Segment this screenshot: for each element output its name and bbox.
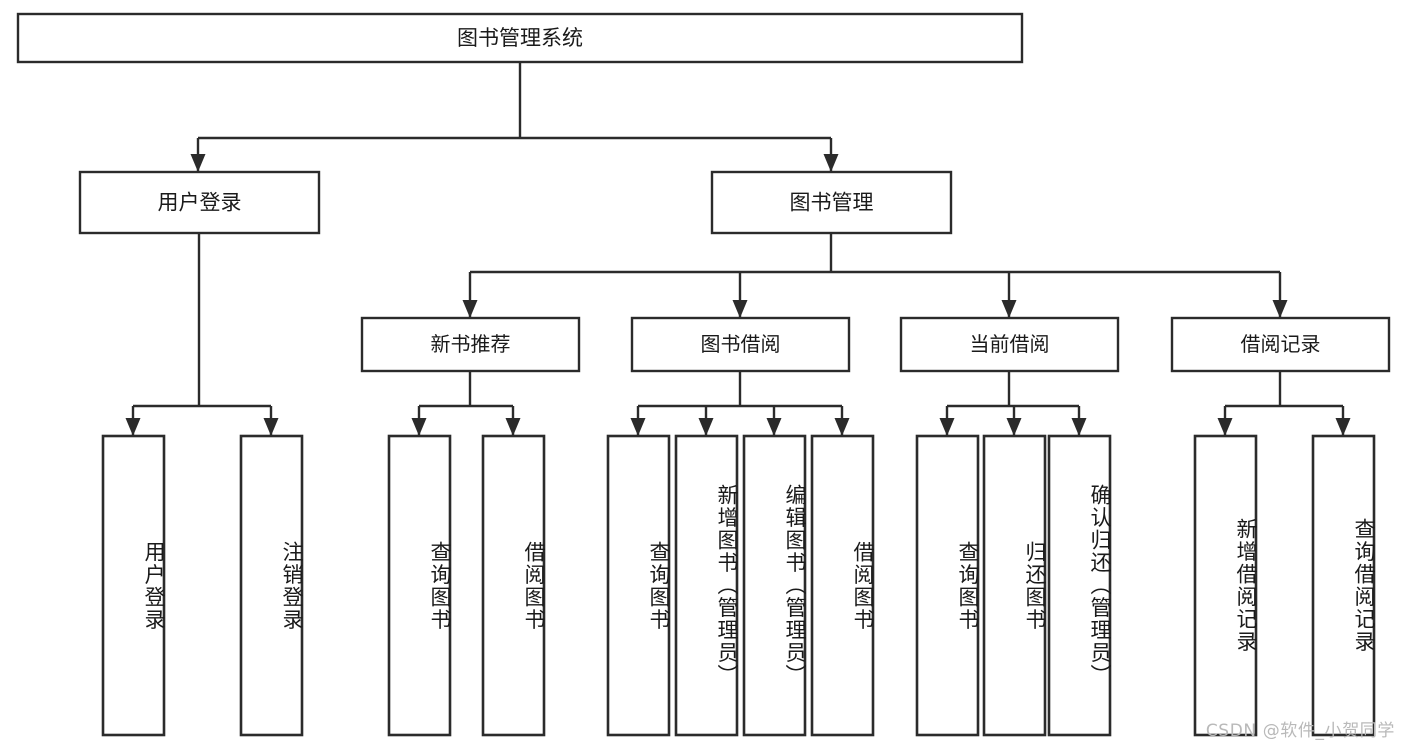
boxes-layer (16, 12, 1391, 737)
arrow-head-icon (411, 418, 427, 436)
leaf-node-4-box (606, 434, 671, 737)
arrow-head-icon (939, 418, 955, 436)
leaf-node-6-box (742, 434, 807, 737)
level3-node-1-label: 图书借阅 (701, 332, 781, 356)
leaf-node-2-box (387, 434, 452, 737)
level2-node-1-box (710, 170, 953, 235)
arrow-head-icon (190, 154, 206, 172)
arrow-head-icon (125, 418, 141, 436)
arrow-head-icon (1217, 418, 1233, 436)
leaf-node-8-box (915, 434, 980, 737)
arrow-head-icon (1001, 300, 1017, 318)
arrow-head-icon (1006, 418, 1022, 436)
level3-node-0-label: 新书推荐 (431, 332, 511, 356)
level2-node-1-label: 图书管理 (790, 191, 874, 215)
level3-node-2-label: 当前借阅 (970, 332, 1050, 356)
arrow-head-icon (630, 418, 646, 436)
level3-node-3-label: 借阅记录 (1241, 332, 1321, 356)
arrow-head-icon (1272, 300, 1288, 318)
level3-node-0-box (360, 316, 581, 373)
arrow-head-icon (1335, 418, 1351, 436)
root-node-box (16, 12, 1024, 64)
arrow-head-icon (462, 300, 478, 318)
connectors-layer (125, 62, 1351, 436)
leaf-node-5-box (674, 434, 739, 737)
level2-node-0-label: 用户登录 (158, 191, 242, 215)
arrow-head-icon (834, 418, 850, 436)
arrow-head-icon (823, 154, 839, 172)
level3-node-3-box (1170, 316, 1391, 373)
arrow-head-icon (698, 418, 714, 436)
leaf-node-9-box (982, 434, 1047, 737)
level3-node-1-box (630, 316, 851, 373)
leaf-node-0-box (101, 434, 166, 737)
leaf-node-10-box (1047, 434, 1112, 737)
leaf-node-1-box (239, 434, 304, 737)
level3-node-2-box (899, 316, 1120, 373)
arrow-head-icon (263, 418, 279, 436)
csdn-watermark: CSDN @软件_小贺同学 (1205, 721, 1395, 741)
root-node-label: 图书管理系统 (457, 26, 583, 50)
leaf-node-12-box (1311, 434, 1376, 737)
arrow-head-icon (732, 300, 748, 318)
arrow-head-icon (505, 418, 521, 436)
level2-node-0-box (78, 170, 321, 235)
leaf-node-7-box (810, 434, 875, 737)
leaf-node-3-box (481, 434, 546, 737)
arrow-head-icon (1071, 418, 1087, 436)
leaf-node-11-box (1193, 434, 1258, 737)
arrow-head-icon (766, 418, 782, 436)
